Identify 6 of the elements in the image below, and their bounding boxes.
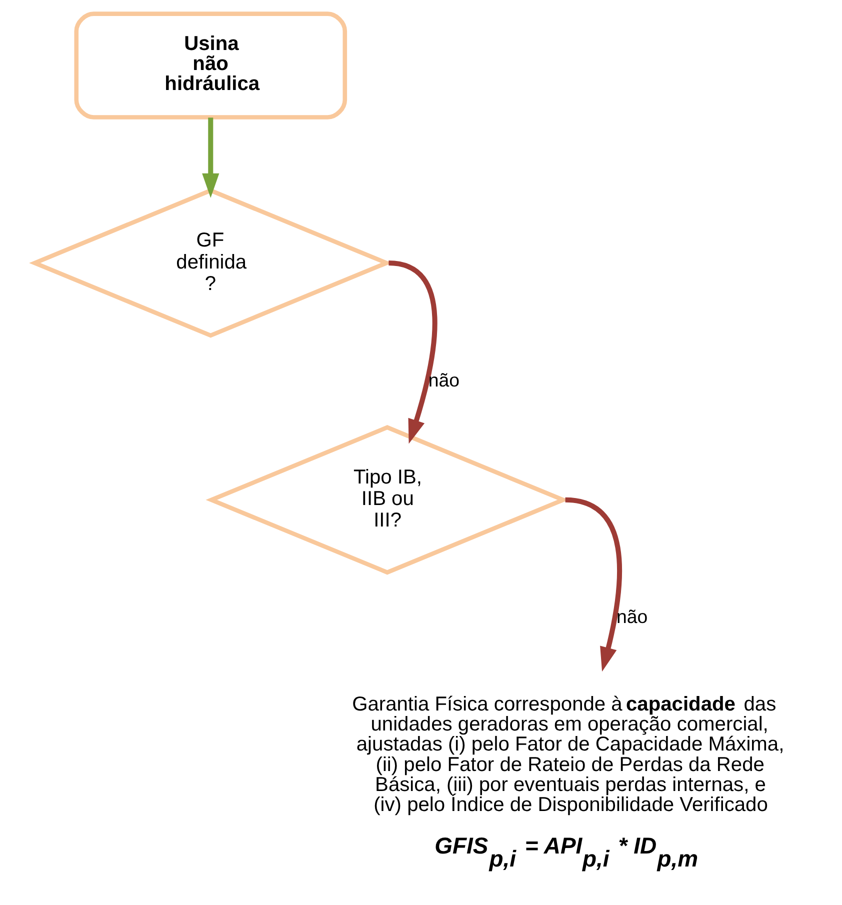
edge-label: não <box>428 369 460 390</box>
node-box: Usina não hidráulica <box>74 12 348 120</box>
edge-label: não <box>616 606 648 628</box>
arrow <box>388 260 438 444</box>
arrow <box>202 118 220 198</box>
arrow <box>565 497 622 672</box>
